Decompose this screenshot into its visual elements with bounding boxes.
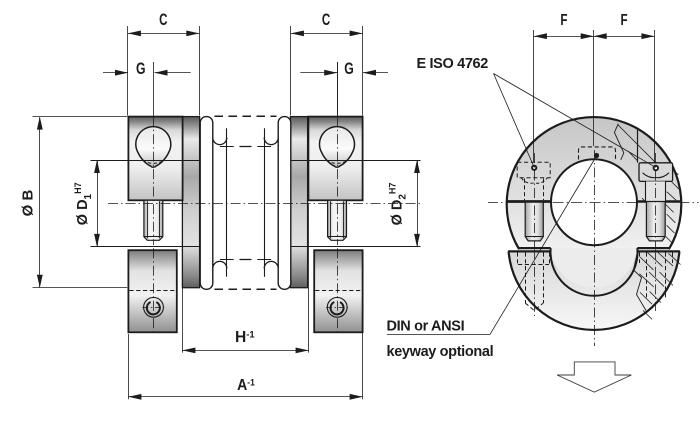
- svg-text:G: G: [136, 60, 146, 78]
- svg-text:DIN or ANSI: DIN or ANSI: [387, 319, 465, 335]
- svg-text:C: C: [159, 11, 167, 30]
- svg-text:F: F: [560, 11, 567, 28]
- svg-text:keyway optional: keyway optional: [387, 344, 494, 360]
- svg-text:F: F: [621, 11, 628, 28]
- svg-text:E ISO 4762: E ISO 4762: [417, 56, 489, 72]
- svg-text:C: C: [322, 11, 330, 30]
- svg-text:Ø B: Ø B: [20, 190, 37, 217]
- svg-text:G: G: [344, 60, 354, 78]
